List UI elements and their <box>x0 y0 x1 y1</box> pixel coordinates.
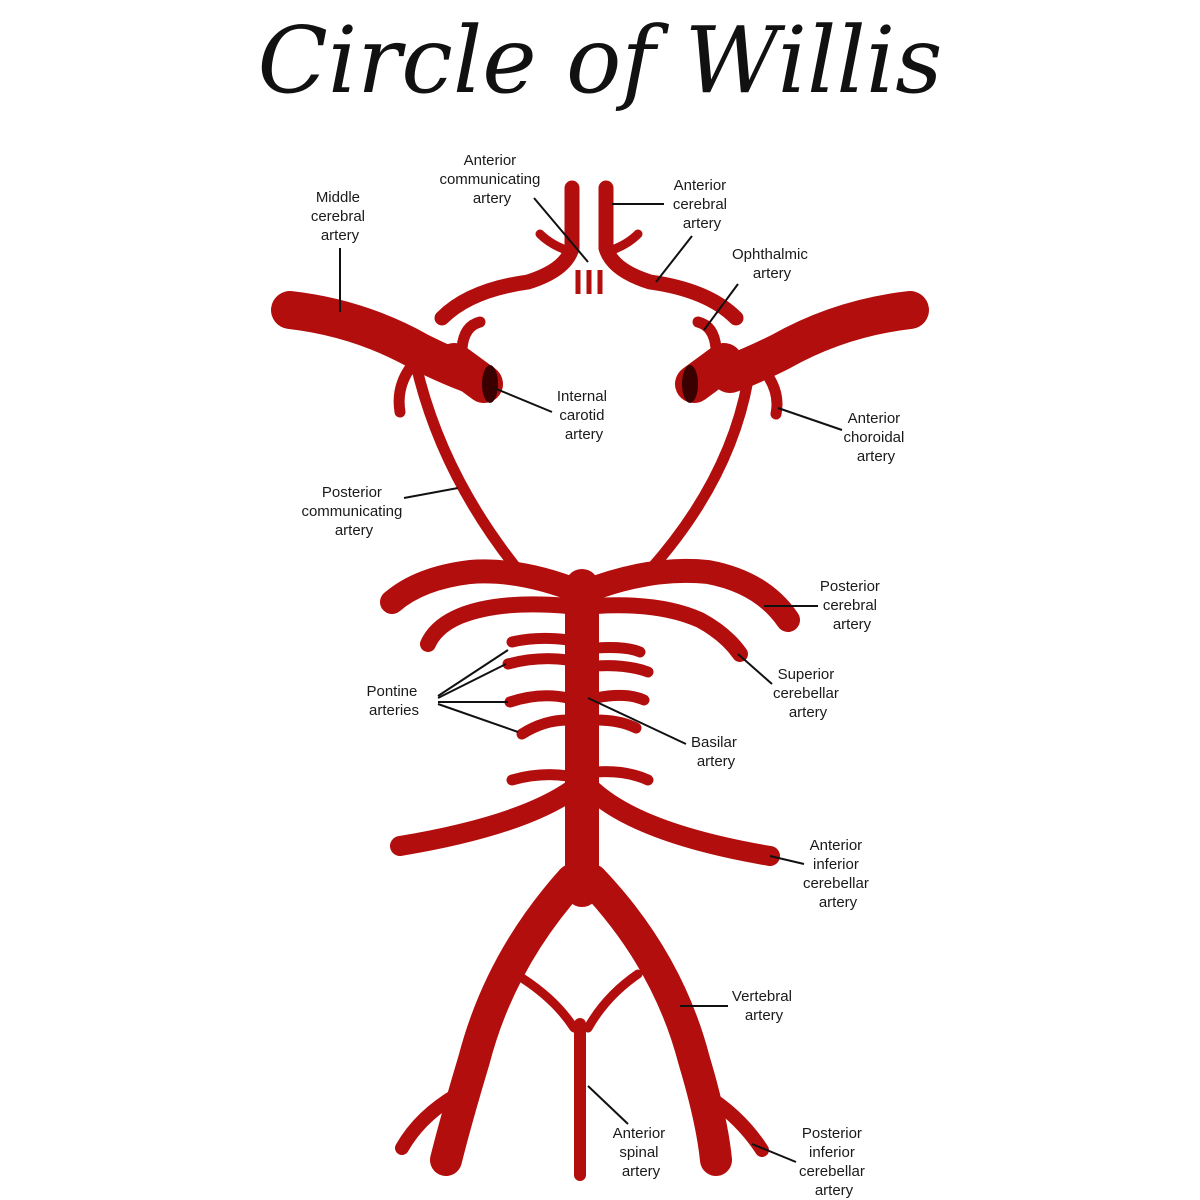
label-anterior-inferior-cerebellar-artery: Anterior inferior cerebellar artery <box>803 837 873 911</box>
internal-carotid-lumen-left <box>482 365 498 403</box>
leader-anterior-cerebral-2 <box>655 235 693 283</box>
pontine-arteries <box>502 632 654 786</box>
anterior-inferior-cerebellar-artery-right <box>582 780 780 866</box>
anterior-communicating-artery <box>575 270 603 294</box>
anterior-cerebral-artery-right <box>598 180 744 326</box>
leader-superior-cerebellar <box>737 653 773 685</box>
anterior-cerebral-branch-right <box>601 229 643 257</box>
leader-basilar <box>587 697 687 745</box>
internal-carotid-lumen-right <box>682 365 698 403</box>
label-anterior-choroidal-artery: Anterior choroidal artery <box>843 410 908 465</box>
posterior-communicating-artery-right <box>644 374 754 576</box>
label-internal-carotid-artery: Internal carotid artery <box>557 388 611 443</box>
label-anterior-spinal-artery: Anterior spinal artery <box>613 1125 670 1180</box>
leader-ophthalmic <box>703 283 739 331</box>
internal-carotid-artery-left <box>435 343 503 403</box>
posterior-inferior-cerebellar-artery-right <box>697 1087 769 1157</box>
label-anterior-cerebral-artery: Anterior cerebral artery <box>673 177 731 232</box>
label-vertebral-artery: Vertebral artery <box>732 988 796 1024</box>
labels: Middle cerebral artery Anterior communic… <box>301 152 908 1199</box>
vertebral-artery-right <box>576 864 732 1176</box>
leader-anterior-inferior-cerebellar <box>769 855 805 865</box>
label-pontine-arteries: Pontine arteries <box>366 683 421 719</box>
anterior-cerebral-artery-left <box>434 180 580 326</box>
posterior-cerebral-artery-left <box>380 559 592 614</box>
superior-cerebellar-artery-right <box>588 597 748 662</box>
leader-posterior-inferior-cerebellar <box>751 1143 797 1163</box>
leader-anterior-spinal <box>587 1085 629 1125</box>
anterior-inferior-cerebellar-artery-left <box>390 780 582 856</box>
label-anterior-communicating-artery: Anterior communicating artery <box>439 152 544 207</box>
anterior-cerebral-branch-left <box>535 229 577 257</box>
label-posterior-inferior-cerebellar-artery: Posterior inferior cerebellar artery <box>799 1125 869 1199</box>
anterior-choroidal-artery-left <box>393 362 416 418</box>
leader-anterior-communicating <box>533 197 589 263</box>
ophthalmic-artery-right <box>692 316 722 354</box>
leader-pontine-1 <box>437 649 509 697</box>
label-middle-cerebral-artery: Middle cerebral artery <box>311 189 369 244</box>
posterior-inferior-cerebellar-artery-left <box>395 1087 465 1155</box>
anterior-spinal-branch-left <box>517 973 579 1033</box>
label-basilar-artery: Basilar artery <box>691 734 741 770</box>
leader-lines <box>339 197 843 1163</box>
leader-pontine-2 <box>437 663 507 699</box>
superior-cerebellar-artery-left <box>420 596 576 652</box>
vertebral-artery-left <box>430 864 588 1176</box>
leader-posterior-communicating <box>403 487 459 499</box>
label-ophthalmic-artery: Ophthalmic artery <box>732 246 812 282</box>
posterior-cerebral-artery-right <box>572 558 800 632</box>
ophthalmic-artery-left <box>456 316 486 354</box>
middle-cerebral-artery-right <box>711 291 929 393</box>
anterior-choroidal-artery-right <box>762 370 783 420</box>
diagram-title: Circle of Willis <box>258 7 943 114</box>
leader-internal-carotid <box>493 387 553 413</box>
leader-anterior-choroidal <box>777 407 843 431</box>
anterior-spinal-branch-right <box>583 969 643 1033</box>
label-superior-cerebellar-artery: Superior cerebellar artery <box>773 666 843 721</box>
label-posterior-cerebral-artery: Posterior cerebral artery <box>820 578 884 633</box>
artery-network <box>271 180 929 1181</box>
internal-carotid-artery-right <box>675 343 743 403</box>
label-posterior-communicating-artery: Posterior communicating artery <box>301 484 406 539</box>
leader-pontine-4 <box>437 703 519 733</box>
posterior-communicating-artery-left <box>408 350 524 576</box>
